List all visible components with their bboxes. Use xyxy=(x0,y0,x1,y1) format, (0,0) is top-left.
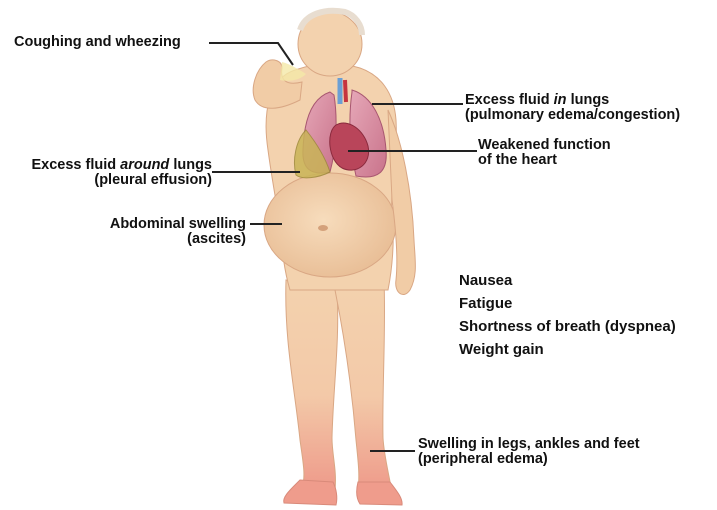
label-fluid-in-lungs: Excess fluid in lungs (pulmonary edema/c… xyxy=(465,93,680,123)
belly xyxy=(264,173,396,277)
hanging-arm xyxy=(388,110,415,295)
symptom-item: Shortness of breath (dyspnea) xyxy=(459,315,676,338)
label-fluid-in-lungs-prefix: Excess fluid xyxy=(465,92,554,108)
label-coughing: Coughing and wheezing xyxy=(14,35,181,50)
right-leg xyxy=(335,280,392,492)
label-fluid-in-lungs-emphasis: in xyxy=(554,92,567,108)
label-heart-line2: of the heart xyxy=(478,153,611,168)
label-fluid-in-lungs-suffix: lungs xyxy=(567,92,610,108)
symptom-list: Nausea Fatigue Shortness of breath (dysp… xyxy=(459,269,676,361)
symptom-item: Nausea xyxy=(459,269,676,292)
left-leg xyxy=(286,280,338,490)
label-fluid-around-lungs: Excess fluid around lungs (pleural effus… xyxy=(12,158,212,188)
symptom-item: Fatigue xyxy=(459,292,676,315)
label-fluid-around-lungs-emphasis: around xyxy=(120,157,169,173)
label-fluid-around-lungs-line2: (pleural effusion) xyxy=(12,173,212,188)
label-abdominal: Abdominal swelling (ascites) xyxy=(80,217,246,247)
label-abdominal-line1: Abdominal swelling xyxy=(80,217,246,232)
label-legs: Swelling in legs, ankles and feet (perip… xyxy=(418,437,640,467)
label-heart: Weakened function of the heart xyxy=(478,138,611,168)
label-legs-line1: Swelling in legs, ankles and feet xyxy=(418,437,640,452)
label-fluid-around-lungs-suffix: lungs xyxy=(169,157,212,173)
label-legs-line2: (peripheral edema) xyxy=(418,452,640,467)
leader-coughing xyxy=(209,43,293,65)
left-foot xyxy=(284,480,337,505)
symptom-item: Weight gain xyxy=(459,338,676,361)
label-fluid-in-lungs-line2: (pulmonary edema/congestion) xyxy=(465,108,680,123)
label-heart-line1: Weakened function xyxy=(478,138,611,153)
label-fluid-around-lungs-prefix: Excess fluid xyxy=(32,157,121,173)
label-abdominal-line2: (ascites) xyxy=(80,232,246,247)
right-foot xyxy=(357,482,402,505)
